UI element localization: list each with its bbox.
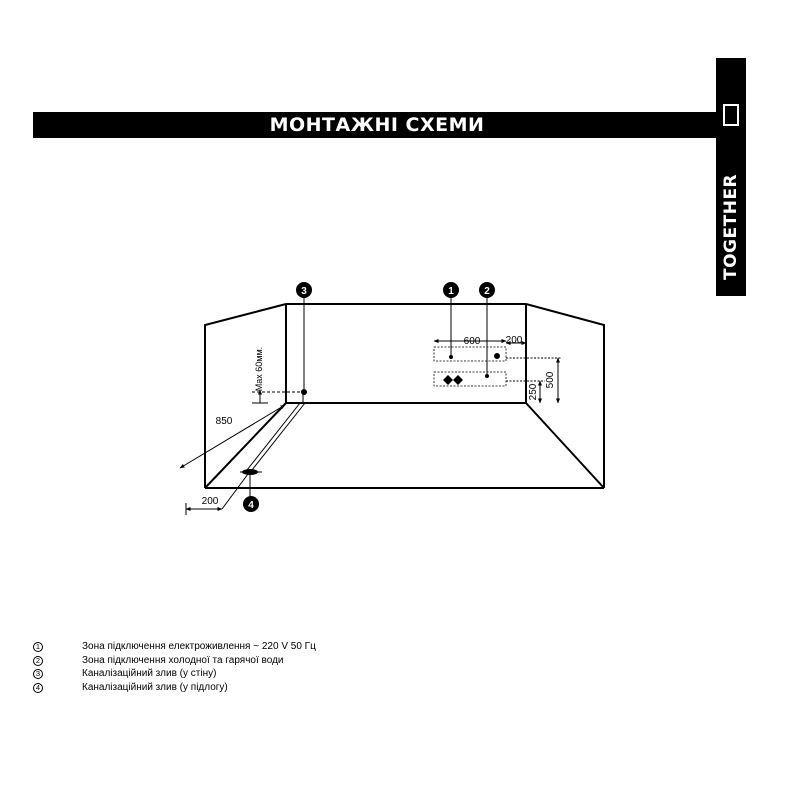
legend-text: Зона підключення холодної та гарячої вод… — [82, 654, 284, 666]
max60-label: Max 60мм. — [254, 347, 264, 391]
power-zone-box — [433, 371, 507, 387]
marker-4: 4 — [243, 496, 259, 512]
legend-item: 1 Зона підключення електроживлення ~ 220… — [33, 641, 533, 653]
marker-1-label: 1 — [448, 286, 454, 297]
page-title: МОНТАЖНІ СХЕМИ — [269, 114, 485, 136]
wall-drain-icon — [301, 389, 307, 395]
room-outline — [204, 303, 605, 489]
marker-3: 3 — [296, 282, 312, 298]
legend-text: Каналізаційний злив (у стіну) — [82, 668, 217, 679]
marker-1: 1 — [443, 282, 459, 298]
legend-number: 3 — [33, 669, 43, 679]
water-hot-icon — [453, 375, 463, 385]
marker-3-label: 3 — [301, 286, 307, 297]
legend: 1 Зона підключення електроживлення ~ 220… — [33, 641, 533, 695]
dim-850-line — [179, 404, 286, 469]
water-point-icon — [485, 374, 489, 378]
floor-right-edge — [525, 402, 605, 489]
brand-notch — [723, 104, 739, 126]
right-wall — [525, 303, 605, 488]
dim-600-label: 600 — [464, 336, 481, 347]
marker-2: 2 — [479, 282, 495, 298]
power-point-icon — [449, 355, 453, 359]
legend-text: Зона підключення електроживлення ~ 220 V… — [82, 641, 316, 652]
dim-850-label: 850 — [216, 416, 233, 427]
dim-200-bottom-tick-right — [221, 473, 249, 510]
water-point-right-icon — [494, 353, 500, 359]
drain-guide-line-b — [251, 402, 306, 471]
legend-number: 2 — [33, 655, 43, 666]
dim-250-label: 250 — [528, 383, 539, 400]
legend-item: 2 Зона підключення холодної та гарячої в… — [33, 655, 533, 667]
legend-text: Каналізаційний злив (у підлогу) — [82, 681, 228, 693]
marker-4-label: 4 — [248, 500, 254, 511]
dim-200-top-label: 200 — [506, 335, 523, 346]
water-zone-box — [433, 346, 507, 362]
legend-item: 3 Каналізаційний злив (у стіну) — [33, 668, 533, 680]
title-bar: МОНТАЖНІ СХЕМИ — [33, 112, 721, 138]
water-cold-icon — [443, 375, 453, 385]
dim-500-label: 500 — [545, 371, 556, 388]
dim-200-bottom-label: 200 — [202, 496, 219, 507]
marker-2-label: 2 — [484, 286, 490, 297]
brand-tab: TOGETHER — [716, 58, 746, 296]
legend-item: 4 Каналізаційний злив (у підлогу) — [33, 682, 533, 694]
legend-number: 4 — [33, 682, 43, 693]
left-wall — [204, 303, 287, 488]
legend-number: 1 — [33, 642, 43, 652]
